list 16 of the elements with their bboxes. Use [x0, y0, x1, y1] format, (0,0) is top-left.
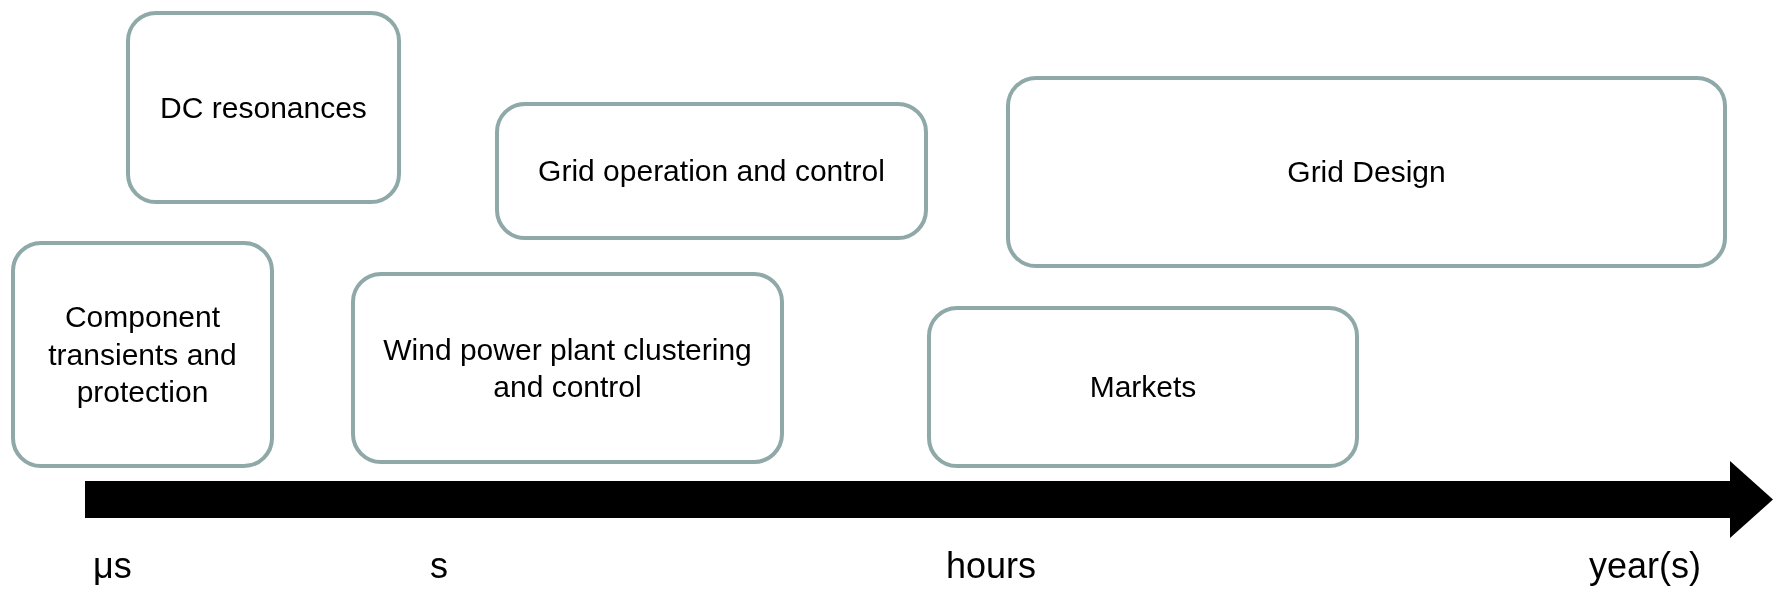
rounded-box	[1006, 76, 1727, 268]
time-scale-label: year(s)	[1589, 548, 1701, 584]
rounded-box	[351, 272, 784, 464]
time-scale-label: s	[430, 548, 448, 584]
box-label: Component transients and protection	[47, 299, 238, 411]
box-label: Markets	[1089, 369, 1197, 406]
rounded-box	[126, 11, 401, 204]
rounded-box	[495, 102, 928, 240]
rounded-box	[927, 306, 1359, 468]
box-label: Grid operation and control	[538, 153, 885, 190]
time-scale-label: hours	[946, 548, 1037, 584]
rounded-box	[11, 241, 274, 468]
box-label: DC resonances	[160, 89, 367, 126]
time-scale-label: μs	[93, 548, 132, 584]
box-label: Wind power plant clustering and control	[382, 331, 753, 405]
box-label: Grid Design	[1287, 154, 1446, 191]
